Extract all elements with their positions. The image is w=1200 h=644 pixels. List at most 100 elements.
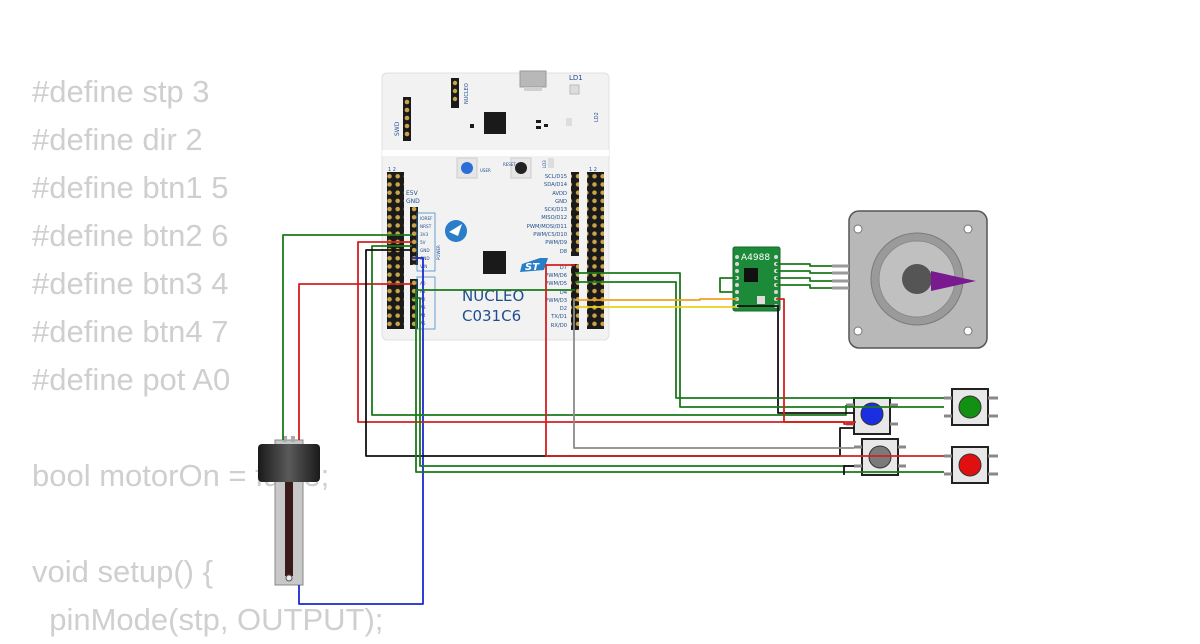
slide-potentiometer[interactable]	[258, 436, 320, 586]
code-editor-background: #define stp 3 #define dir 2 #define btn1 5…	[32, 68, 383, 644]
a4988-driver[interactable]: A4988	[732, 246, 781, 312]
left-header-nums: 1 2	[388, 167, 396, 173]
ld1-label: LD1	[569, 74, 583, 82]
user-label: USER	[480, 168, 491, 173]
wire-pot-gnd	[298, 257, 424, 605]
swd-header	[403, 97, 411, 141]
nucleo-board[interactable]: LD1 LD2 SWD NUCLEO USER RESET	[381, 70, 610, 341]
stepper-motor[interactable]	[832, 210, 988, 349]
svg-text:MISO/D12: MISO/D12	[541, 215, 567, 221]
pushbutton-blue[interactable]	[846, 397, 898, 435]
svg-text:PWM/D5: PWM/D5	[545, 281, 567, 287]
driver-chip	[744, 268, 758, 282]
wire-5v-red	[357, 241, 854, 425]
wire-d7-red	[545, 264, 944, 457]
wire-step-orange	[575, 298, 737, 301]
pushbutton-green[interactable]	[944, 388, 998, 426]
wires[interactable]	[282, 234, 944, 605]
swd-label: SWD	[394, 121, 401, 136]
svg-text:D7: D7	[560, 265, 567, 271]
svg-text:PWM/CS/D10: PWM/CS/D10	[533, 232, 567, 238]
svg-text:RX/D0: RX/D0	[551, 323, 567, 329]
analog-header[interactable]	[410, 279, 418, 329]
circuit-canvas[interactable]: LD1 LD2 SWD NUCLEO USER RESET	[0, 0, 1200, 630]
power-label: POWER	[436, 245, 441, 260]
wire-driver-green	[719, 277, 737, 293]
nucleo-small-label: NUCLEO	[464, 83, 470, 104]
board-model: C031C6	[462, 307, 521, 325]
svg-text:PWM/D3: PWM/D3	[545, 298, 567, 304]
svg-text:ST: ST	[525, 262, 540, 273]
code-line: void setup() {	[32, 554, 213, 589]
code-line: #define btn1 5	[32, 170, 229, 205]
slider-knob[interactable]	[258, 444, 320, 482]
wire-d6-green	[575, 272, 944, 408]
code-line: #define btn3 4	[32, 266, 229, 301]
ld2-label: LD2	[594, 112, 600, 122]
svg-text:AVDD: AVDD	[552, 191, 567, 197]
board-name: NUCLEO	[462, 287, 524, 305]
wire-btn-green-2	[412, 297, 854, 467]
digital-high-header[interactable]	[571, 172, 579, 256]
gnd-top-label: GND	[406, 198, 420, 205]
wire-green-btn	[371, 245, 847, 416]
led-ld1	[569, 84, 580, 95]
wire-driver-gnd	[737, 305, 854, 414]
driver-label: A4988	[741, 253, 770, 263]
svg-text:TX/D1: TX/D1	[550, 314, 567, 320]
svg-text:GND: GND	[420, 248, 430, 253]
svg-text:D4: D4	[560, 290, 568, 296]
code-line: #define pot A0	[32, 362, 231, 397]
svg-text:SCK/D13: SCK/D13	[544, 207, 567, 213]
e5v-label: E5V	[406, 190, 419, 197]
wire-d4-green	[415, 289, 944, 473]
usb-connector-icon	[519, 70, 547, 91]
st-logo-icon: ST	[520, 258, 548, 273]
svg-text:IOREF: IOREF	[420, 216, 433, 221]
svg-text:PWM/D6: PWM/D6	[545, 273, 567, 279]
svg-text:SCL/D15: SCL/D15	[545, 174, 567, 180]
svg-text:GND: GND	[420, 256, 430, 261]
wire-coil-4	[776, 284, 832, 289]
code-line: #define btn4 7	[32, 314, 229, 349]
pushbutton-red[interactable]	[944, 446, 998, 484]
svg-text:5V: 5V	[420, 240, 426, 245]
svg-text:SDA/D14: SDA/D14	[544, 182, 568, 188]
led-ld3	[548, 158, 554, 168]
svg-text:D8: D8	[560, 249, 567, 255]
code-line: #define stp 3	[32, 74, 210, 109]
wire-gray-right	[843, 465, 854, 475]
svg-text:PWM/D9: PWM/D9	[545, 240, 567, 246]
right-morpho-header[interactable]	[587, 172, 604, 329]
led-ld2	[566, 118, 572, 126]
wire-coil-2	[776, 270, 832, 274]
code-line: #define btn2 6	[32, 218, 229, 253]
code-line: #define dir 2	[32, 122, 203, 157]
reset-button[interactable]	[510, 157, 532, 179]
mcu-chip	[483, 251, 506, 274]
user-button[interactable]	[456, 157, 478, 179]
digital-high-labels: SCL/D15 SDA/D14 AVDD GND SCK/D13 MISO/D1…	[527, 174, 568, 255]
wire-pot-signal	[282, 234, 412, 440]
st-link-chip	[484, 112, 506, 134]
reset-label: RESET	[503, 162, 516, 167]
wire-gray	[573, 298, 854, 449]
wire-coil-1	[776, 263, 832, 267]
svg-text:NRST: NRST	[420, 224, 432, 229]
power-header[interactable]	[410, 207, 418, 265]
svg-text:D2: D2	[560, 306, 567, 312]
motor-shaft-indicator	[931, 271, 976, 291]
wire-pot-vcc	[298, 283, 412, 440]
stm32-logo-icon	[445, 220, 467, 242]
svg-text:GND: GND	[555, 199, 567, 205]
ld3-label: LD3	[542, 160, 547, 168]
svg-text:PWM/MOSI/D11: PWM/MOSI/D11	[527, 224, 567, 230]
wire-coil-3	[776, 277, 832, 282]
wire-d5-green	[575, 281, 944, 399]
right-header-nums: 1 2	[589, 167, 597, 173]
digital-low-header[interactable]	[571, 264, 579, 330]
pushbutton-gray[interactable]	[854, 438, 906, 476]
driver-potentiometer	[757, 296, 765, 304]
digital-low-labels: D7 PWM/D6 PWM/D5 D4 PWM/D3 D2 TX/D1 RX/D…	[545, 265, 567, 329]
wire-driver-vmot	[776, 298, 856, 423]
